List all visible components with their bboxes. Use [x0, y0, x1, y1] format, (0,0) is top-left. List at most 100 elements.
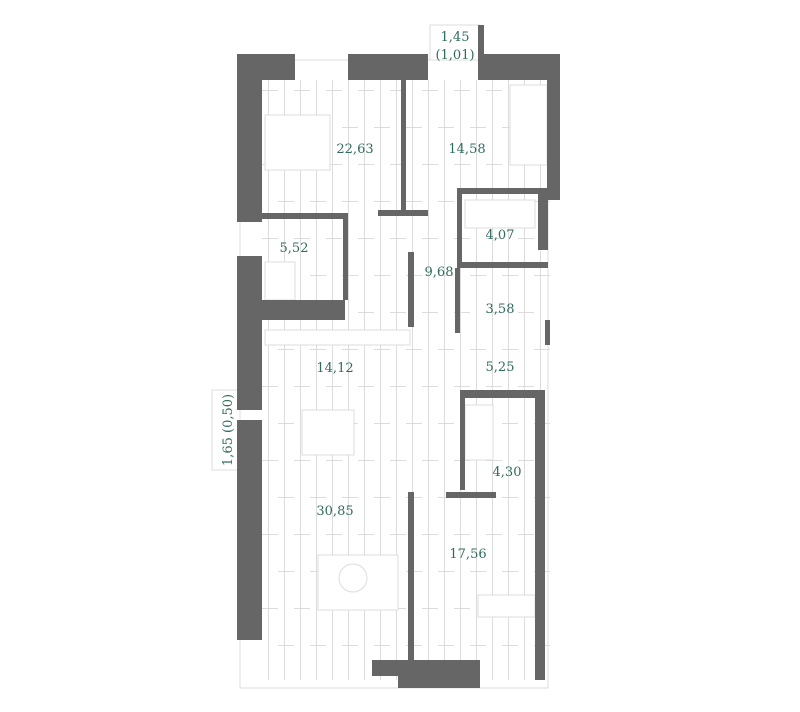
floorboard-joint [374, 423, 390, 424]
floorboard-joint [374, 645, 390, 646]
floorboard-joint [310, 645, 326, 646]
bed-icon [509, 84, 548, 166]
floorboard-line [348, 80, 349, 680]
floorboard-joint [390, 312, 406, 313]
floorboard-joint [422, 386, 438, 387]
floorboard-joint [518, 534, 534, 535]
floorboard-line [332, 80, 333, 680]
floorboard-line [316, 80, 317, 680]
wall [535, 390, 545, 680]
wall [262, 303, 345, 317]
floorboard-joint [374, 497, 390, 498]
floorboard-joint [422, 312, 438, 313]
balcony-top-area-reduced: (1,01) [435, 48, 475, 63]
floorboard-joint [342, 645, 358, 646]
floorboard-joint [486, 90, 502, 91]
floorboard-joint [406, 423, 422, 424]
floorboard-line [508, 80, 509, 680]
floorboard-line [380, 80, 381, 680]
floorboard-joint [390, 164, 406, 165]
floorboard-joint [438, 645, 454, 646]
floorboard-joint [326, 90, 342, 91]
floorboard-joint [438, 349, 454, 350]
floorboard-joint [358, 312, 374, 313]
floorboard-line [540, 80, 541, 680]
floorboard-joint [502, 497, 518, 498]
wall [408, 492, 414, 662]
floorboard-joint [262, 386, 278, 387]
floorboard-joint [486, 238, 502, 239]
floorboard-joint [454, 386, 470, 387]
dining-table-icon [301, 409, 355, 456]
floorboard-joint [486, 534, 502, 535]
floorboard-joint [310, 275, 326, 276]
floorboard-joint [374, 349, 390, 350]
room-area-bedroom-1: 22,63 [336, 142, 374, 157]
floorboard-joint [470, 645, 486, 646]
floorboard-line [284, 80, 285, 680]
wall [457, 188, 462, 268]
wall [460, 390, 540, 398]
room-area-bathroom-2: 4,07 [485, 228, 515, 243]
floorboard-joint [262, 534, 278, 535]
floorboard-joint [454, 312, 470, 313]
floorboard-line [476, 80, 477, 680]
floorboard-joint [326, 534, 342, 535]
wall [547, 54, 560, 200]
floorboard-joint [486, 312, 502, 313]
room-area-living-room: 30,85 [316, 504, 354, 519]
floorboard-joint [454, 90, 470, 91]
floorboard-joint [454, 534, 470, 535]
floorboard-joint [294, 608, 310, 609]
wall [237, 256, 262, 410]
floorboard-joint [278, 645, 294, 646]
room-area-bedroom-3: 17,56 [449, 547, 487, 562]
floorboard-joint [502, 571, 518, 572]
room-area-laundry: 3,58 [485, 302, 515, 317]
floorboard-joint [470, 275, 486, 276]
wall [372, 660, 480, 676]
floorboard-joint [406, 127, 422, 128]
floorboard-joint [486, 386, 502, 387]
floorboard-joint [326, 238, 342, 239]
floorboard-line [524, 80, 525, 680]
floorboard-joint [342, 497, 358, 498]
floorboard-joint [374, 127, 390, 128]
floorboard-joint [326, 386, 342, 387]
wall [348, 54, 428, 80]
floorboard-joint [406, 201, 422, 202]
wall [378, 210, 428, 216]
floorboard-joint [518, 460, 534, 461]
floorboard-joint [310, 201, 326, 202]
room-area-bathroom-1: 5,52 [279, 241, 309, 256]
wall [237, 54, 262, 222]
balcony-left [211, 389, 241, 471]
floorboard-joint [342, 349, 358, 350]
shower-icon [264, 261, 296, 301]
bed-icon [264, 114, 331, 171]
floorboard-joint [294, 386, 310, 387]
wall [545, 320, 550, 345]
floorboard-joint [278, 423, 294, 424]
balcony-top-label: 1,45 (1,01) [435, 29, 474, 65]
floorboard-joint [294, 460, 310, 461]
floorboard-joint [502, 423, 518, 424]
bathtub-icon [464, 199, 536, 229]
floorboard-joint [422, 534, 438, 535]
balcony-top-area: 1,45 [440, 30, 470, 45]
wall [455, 320, 460, 330]
floorboard-joint [262, 608, 278, 609]
coffee-table-icon [338, 563, 368, 593]
floorboard-joint [502, 349, 518, 350]
floorboard-joint [486, 460, 502, 461]
floorboard-joint [422, 238, 438, 239]
floorboard-joint [310, 497, 326, 498]
floorboard-joint [262, 238, 278, 239]
floorboard-line [412, 80, 413, 680]
floorboard-joint [534, 349, 550, 350]
balcony-top [429, 24, 481, 61]
floorboard-joint [422, 164, 438, 165]
floorboard-joint [422, 608, 438, 609]
